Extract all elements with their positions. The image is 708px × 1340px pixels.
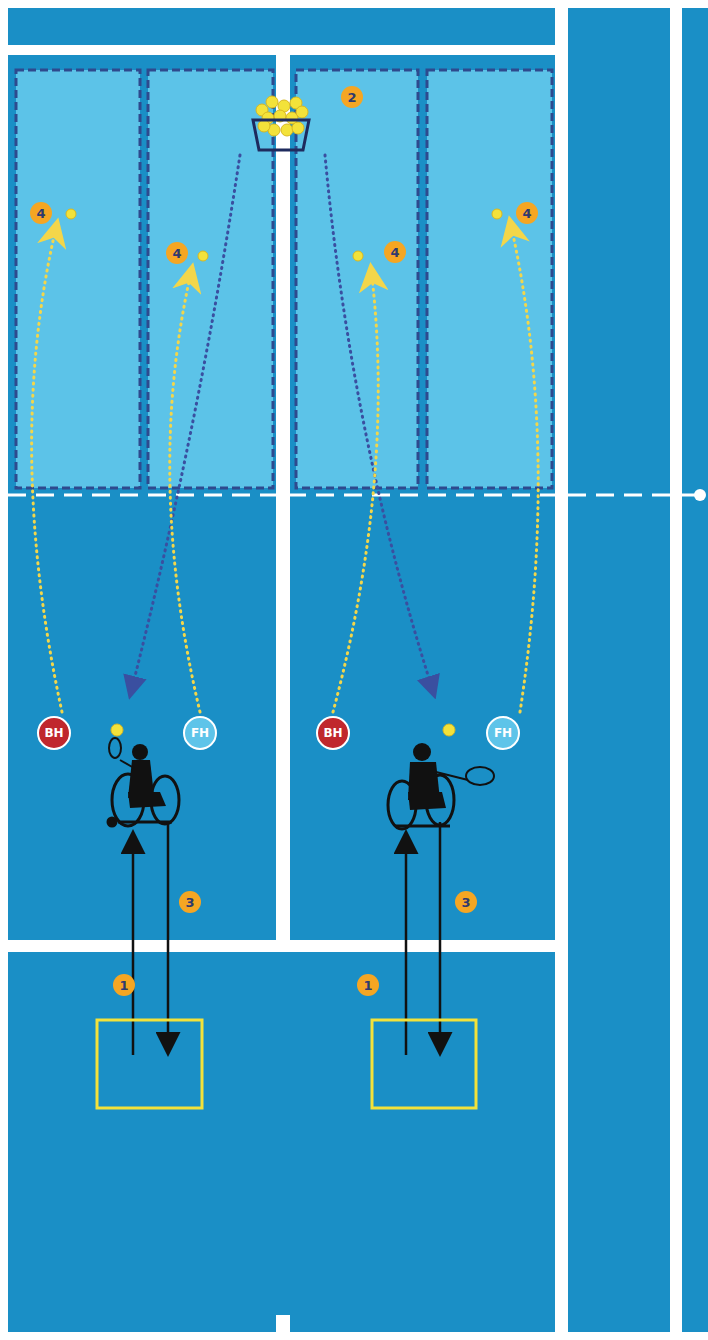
callout-text: 3 <box>461 895 470 910</box>
stroke-circle: FH <box>183 716 217 750</box>
callout-number: 4 <box>516 202 538 224</box>
callout-text: 4 <box>522 206 531 221</box>
callout-text: 4 <box>36 206 45 221</box>
callout-number: 3 <box>179 891 201 913</box>
callout-number: 2 <box>341 86 363 108</box>
stroke-circle: FH <box>486 716 520 750</box>
callout-number: 4 <box>166 242 188 264</box>
callout-number: 1 <box>357 974 379 996</box>
callout-text: 2 <box>347 90 356 105</box>
callout-text: 1 <box>119 978 128 993</box>
callout-number: 3 <box>455 891 477 913</box>
stroke-label: FH <box>191 726 209 740</box>
callout-number: 4 <box>30 202 52 224</box>
callout-text: 3 <box>185 895 194 910</box>
stroke-label: BH <box>44 726 63 740</box>
callout-number: 1 <box>113 974 135 996</box>
stroke-label: BH <box>323 726 342 740</box>
callout-number: 4 <box>384 241 406 263</box>
stroke-circle: BH <box>316 716 350 750</box>
callout-text: 4 <box>390 245 399 260</box>
callout-text: 4 <box>172 246 181 261</box>
stroke-circle: BH <box>37 716 71 750</box>
stroke-label: FH <box>494 726 512 740</box>
callout-text: 1 <box>363 978 372 993</box>
